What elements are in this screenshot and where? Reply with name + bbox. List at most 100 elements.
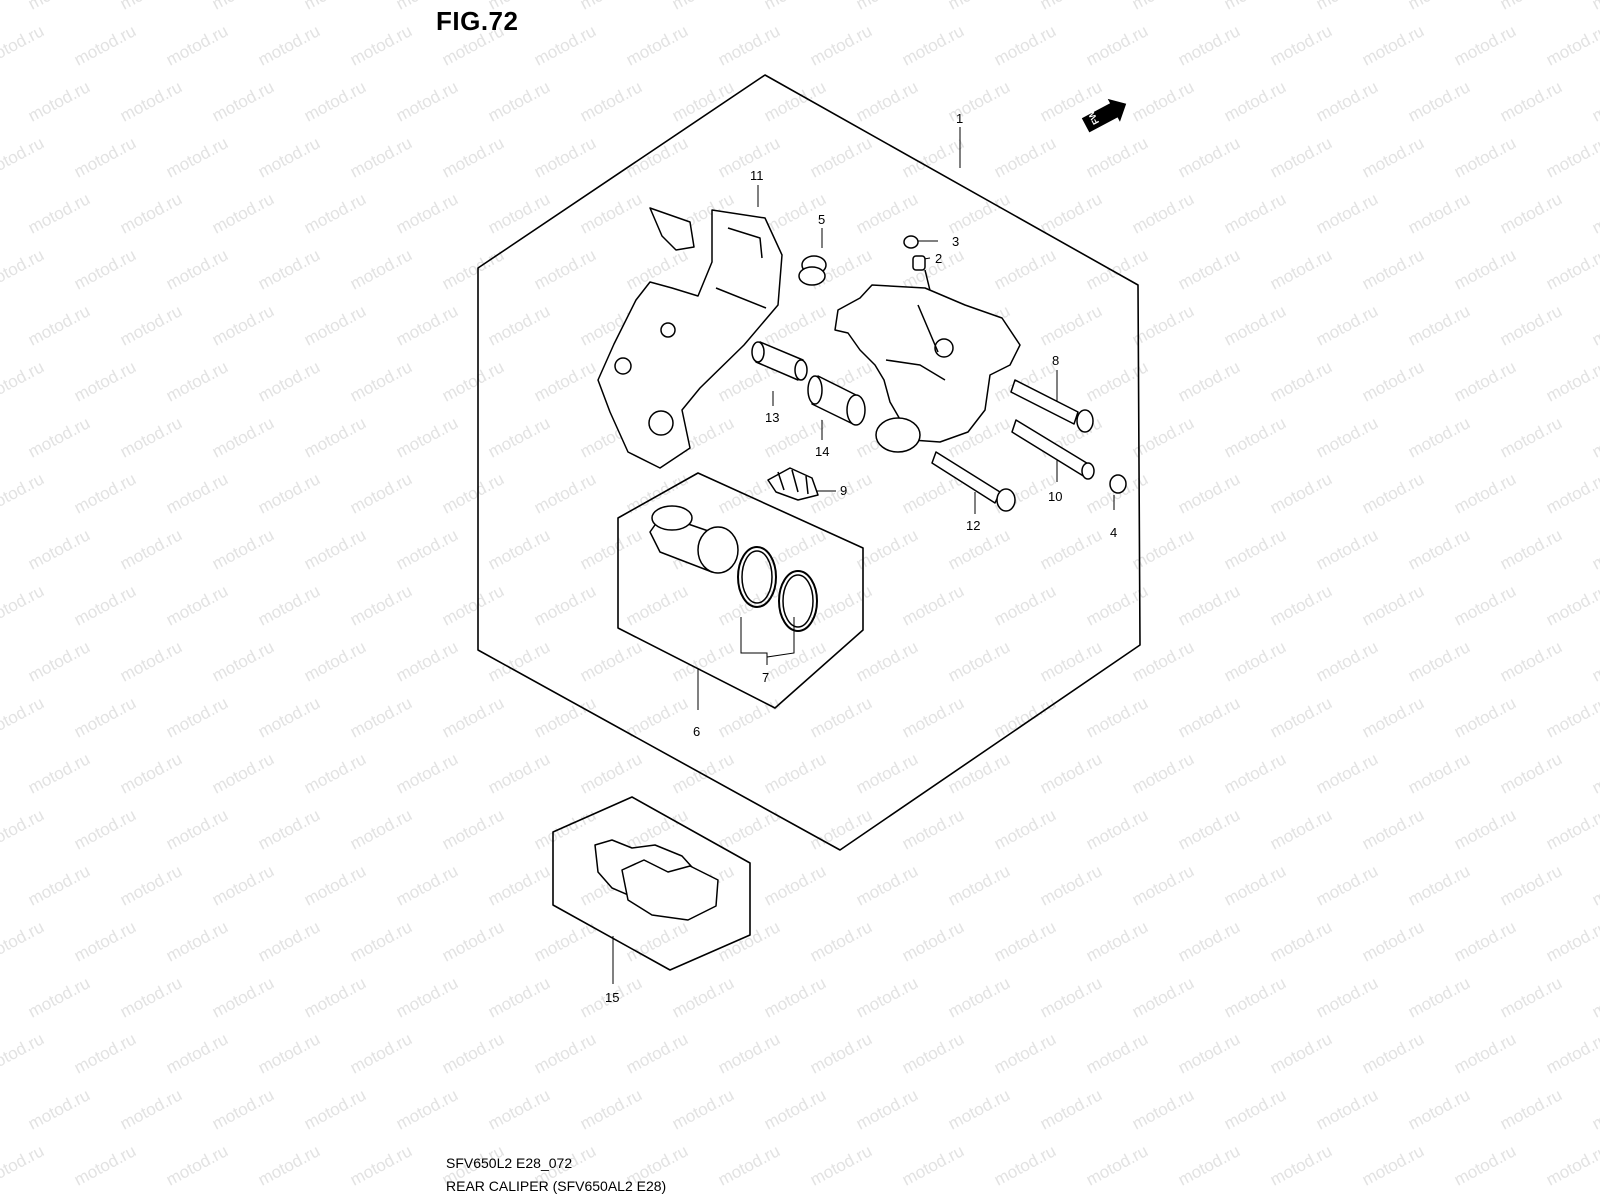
- callout-11: 11: [750, 168, 764, 183]
- watermark-text: motod.ru: [853, 1085, 921, 1133]
- watermark-text: motod.ru: [1405, 77, 1473, 125]
- watermark-text: motod.ru: [669, 749, 737, 797]
- watermark-text: motod.ru: [485, 189, 553, 237]
- watermark-text: motod.ru: [807, 133, 875, 181]
- watermark-text: motod.ru: [761, 1085, 829, 1133]
- watermark-text: motod.ru: [25, 189, 93, 237]
- watermark-text: motod.ru: [0, 1141, 47, 1189]
- watermark-text: motod.ru: [117, 861, 185, 909]
- watermark-text: motod.ru: [945, 0, 1013, 14]
- watermark-text: motod.ru: [209, 861, 277, 909]
- watermark-text: motod.ru: [0, 245, 47, 293]
- watermark-text: motod.ru: [1589, 861, 1600, 909]
- watermark-text: motod.ru: [1543, 1029, 1600, 1077]
- watermark-text: motod.ru: [1129, 189, 1197, 237]
- watermark-text: motod.ru: [761, 637, 829, 685]
- watermark-text: motod.ru: [0, 637, 1, 685]
- watermark-text: motod.ru: [1497, 1085, 1565, 1133]
- watermark-text: motod.ru: [1359, 581, 1427, 629]
- watermark-text: motod.ru: [25, 301, 93, 349]
- watermark-text: motod.ru: [531, 693, 599, 741]
- watermark-text: motod.ru: [1405, 637, 1473, 685]
- watermark-text: motod.ru: [1267, 917, 1335, 965]
- seal-set-outline: [617, 472, 864, 709]
- watermark-text: motod.ru: [1221, 301, 1289, 349]
- watermark-text: motod.ru: [715, 693, 783, 741]
- watermark-text: motod.ru: [209, 301, 277, 349]
- watermark-text: motod.ru: [209, 77, 277, 125]
- watermark-text: motod.ru: [71, 805, 139, 853]
- watermark-text: motod.ru: [255, 357, 323, 405]
- watermark-text: motod.ru: [623, 581, 691, 629]
- watermark-text: motod.ru: [1267, 21, 1335, 69]
- watermark-text: motod.ru: [1175, 1141, 1243, 1189]
- watermark-text: motod.ru: [991, 1141, 1059, 1189]
- watermark-text: motod.ru: [945, 189, 1013, 237]
- watermark-text: motod.ru: [1175, 469, 1243, 517]
- watermark-text: motod.ru: [485, 0, 553, 14]
- watermark-text: motod.ru: [577, 637, 645, 685]
- watermark-text: motod.ru: [1359, 245, 1427, 293]
- watermark-text: motod.ru: [347, 1029, 415, 1077]
- watermark-text: motod.ru: [945, 637, 1013, 685]
- watermark-text: motod.ru: [0, 21, 47, 69]
- watermark-text: motod.ru: [209, 749, 277, 797]
- slide-boot-drawing: [807, 375, 866, 426]
- watermark-text: motod.ru: [1543, 21, 1600, 69]
- watermark-text: motod.ru: [439, 581, 507, 629]
- watermark-text: motod.ru: [853, 637, 921, 685]
- watermark-text: motod.ru: [1221, 973, 1289, 1021]
- watermark-text: motod.ru: [623, 21, 691, 69]
- watermark-text: motod.ru: [1543, 1141, 1600, 1189]
- watermark-text: motod.ru: [163, 469, 231, 517]
- watermark-text: motod.ru: [531, 133, 599, 181]
- watermark-text: motod.ru: [761, 0, 829, 14]
- watermark-text: motod.ru: [1037, 301, 1105, 349]
- assembly-outline: [477, 74, 1141, 851]
- callout-13: 13: [765, 410, 779, 425]
- watermark-text: motod.ru: [0, 301, 1, 349]
- watermark-text: motod.ru: [1313, 189, 1381, 237]
- watermark-text: motod.ru: [1543, 469, 1600, 517]
- watermark-text: motod.ru: [1083, 805, 1151, 853]
- watermark-text: motod.ru: [1451, 1141, 1519, 1189]
- brake-pads-drawing: [594, 839, 719, 921]
- pad-spring-drawing: [767, 467, 819, 501]
- callout-14: 14: [815, 444, 829, 459]
- watermark-text: motod.ru: [807, 1029, 875, 1077]
- watermark-text: motod.ru: [485, 749, 553, 797]
- watermark-text: motod.ru: [1359, 1029, 1427, 1077]
- watermark-text: motod.ru: [623, 693, 691, 741]
- watermark-text: motod.ru: [899, 805, 967, 853]
- watermark-text: motod.ru: [1037, 525, 1105, 573]
- watermark-text: motod.ru: [991, 805, 1059, 853]
- watermark-text: motod.ru: [1267, 133, 1335, 181]
- piston-drawing: [649, 505, 739, 574]
- watermark-text: motod.ru: [209, 0, 277, 14]
- watermark-text: motod.ru: [0, 77, 1, 125]
- watermark-text: motod.ru: [439, 917, 507, 965]
- watermark-text: motod.ru: [1221, 525, 1289, 573]
- watermark-text: motod.ru: [347, 693, 415, 741]
- watermark-text: motod.ru: [0, 413, 1, 461]
- watermark-text: motod.ru: [1451, 469, 1519, 517]
- watermark-text: motod.ru: [439, 693, 507, 741]
- watermark-text: motod.ru: [1267, 469, 1335, 517]
- watermark-text: motod.ru: [0, 805, 47, 853]
- watermark-text: motod.ru: [899, 917, 967, 965]
- watermark-text: motod.ru: [117, 637, 185, 685]
- watermark-text: motod.ru: [1313, 637, 1381, 685]
- watermark-text: motod.ru: [347, 1141, 415, 1189]
- callout-10: 10: [1048, 489, 1062, 504]
- watermark-text: motod.ru: [0, 581, 47, 629]
- watermark-text: motod.ru: [1589, 0, 1600, 14]
- watermark-text: motod.ru: [1405, 973, 1473, 1021]
- watermark-text: motod.ru: [163, 917, 231, 965]
- watermark-text: motod.ru: [117, 973, 185, 1021]
- watermark-text: motod.ru: [807, 1141, 875, 1189]
- watermark-text: motod.ru: [25, 525, 93, 573]
- watermark-text: motod.ru: [1221, 77, 1289, 125]
- watermark-text: motod.ru: [1129, 749, 1197, 797]
- watermark-text: motod.ru: [1497, 525, 1565, 573]
- watermark-text: motod.ru: [393, 413, 461, 461]
